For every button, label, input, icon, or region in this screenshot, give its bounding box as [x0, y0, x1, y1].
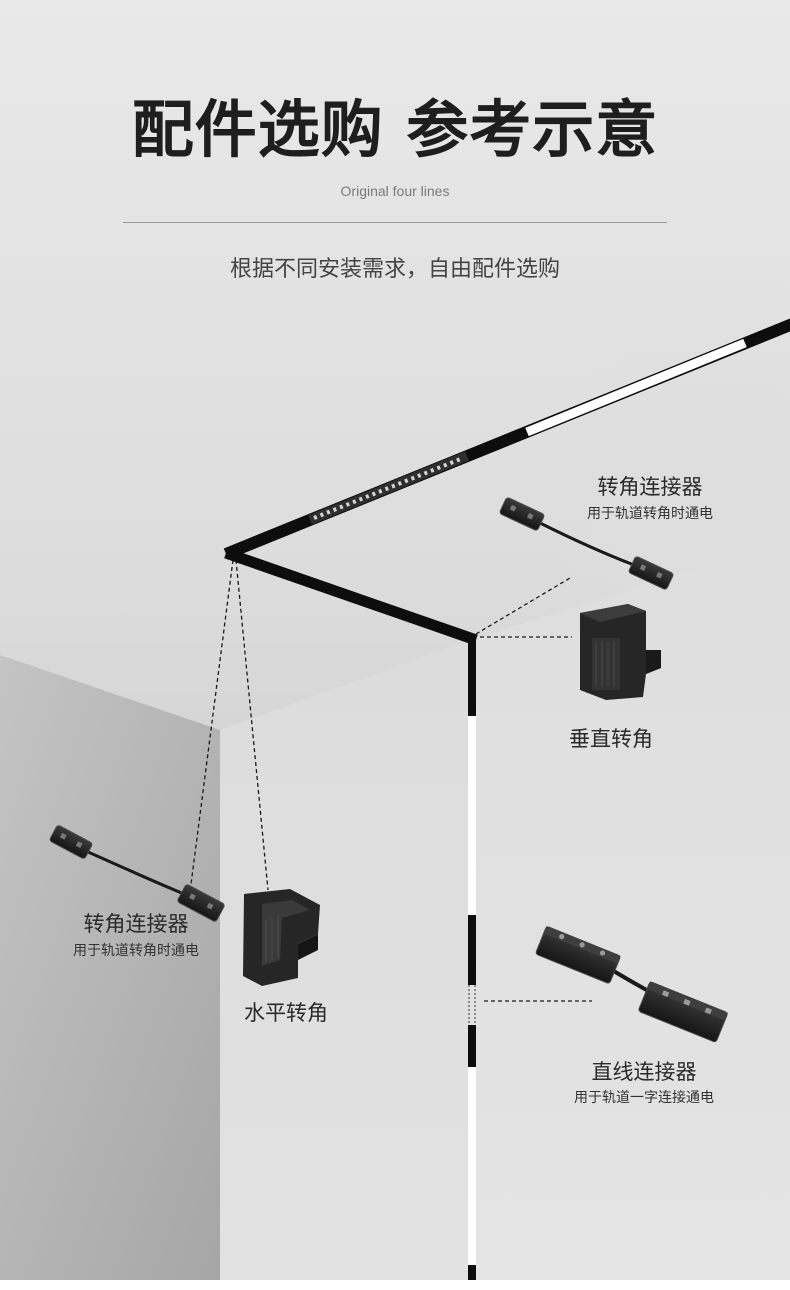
page-description: 根据不同安装需求，自由配件选购 — [229, 257, 560, 282]
straight-connector-caption: 用于轨道一字连接通电 — [574, 1090, 714, 1106]
page-subtitle: Original four lines — [340, 183, 450, 199]
horizontal-corner-title: 水平转角 — [244, 1001, 328, 1025]
corner-connector-left-caption: 用于轨道转角时通电 — [73, 943, 199, 959]
corner-connector-left-title: 转角连接器 — [83, 912, 189, 936]
track-rail-icon — [223, 318, 790, 560]
corner-connector-icon — [49, 825, 225, 922]
vertical-corner-icon — [580, 604, 661, 700]
straight-connector-icon — [535, 926, 728, 1043]
right-wall — [470, 540, 790, 1280]
left-wall — [0, 655, 220, 1280]
middle-wall — [220, 640, 470, 1280]
track-rail-segment — [224, 547, 478, 646]
horizontal-corner-icon — [243, 889, 320, 986]
vertical-corner-title: 垂直转角 — [569, 727, 653, 751]
leader-lines — [189, 559, 592, 1002]
vertical-track-rail — [468, 636, 476, 1280]
straight-connector-title: 直线连接器 — [591, 1060, 697, 1084]
page-title: 配件选购 参考示意 — [131, 93, 659, 166]
corner-connector-right-caption: 用于轨道转角时通电 — [587, 506, 713, 522]
corner-connector-icon — [499, 497, 674, 590]
corner-connector-right-title: 转角连接器 — [597, 475, 703, 499]
header-divider — [123, 222, 667, 223]
